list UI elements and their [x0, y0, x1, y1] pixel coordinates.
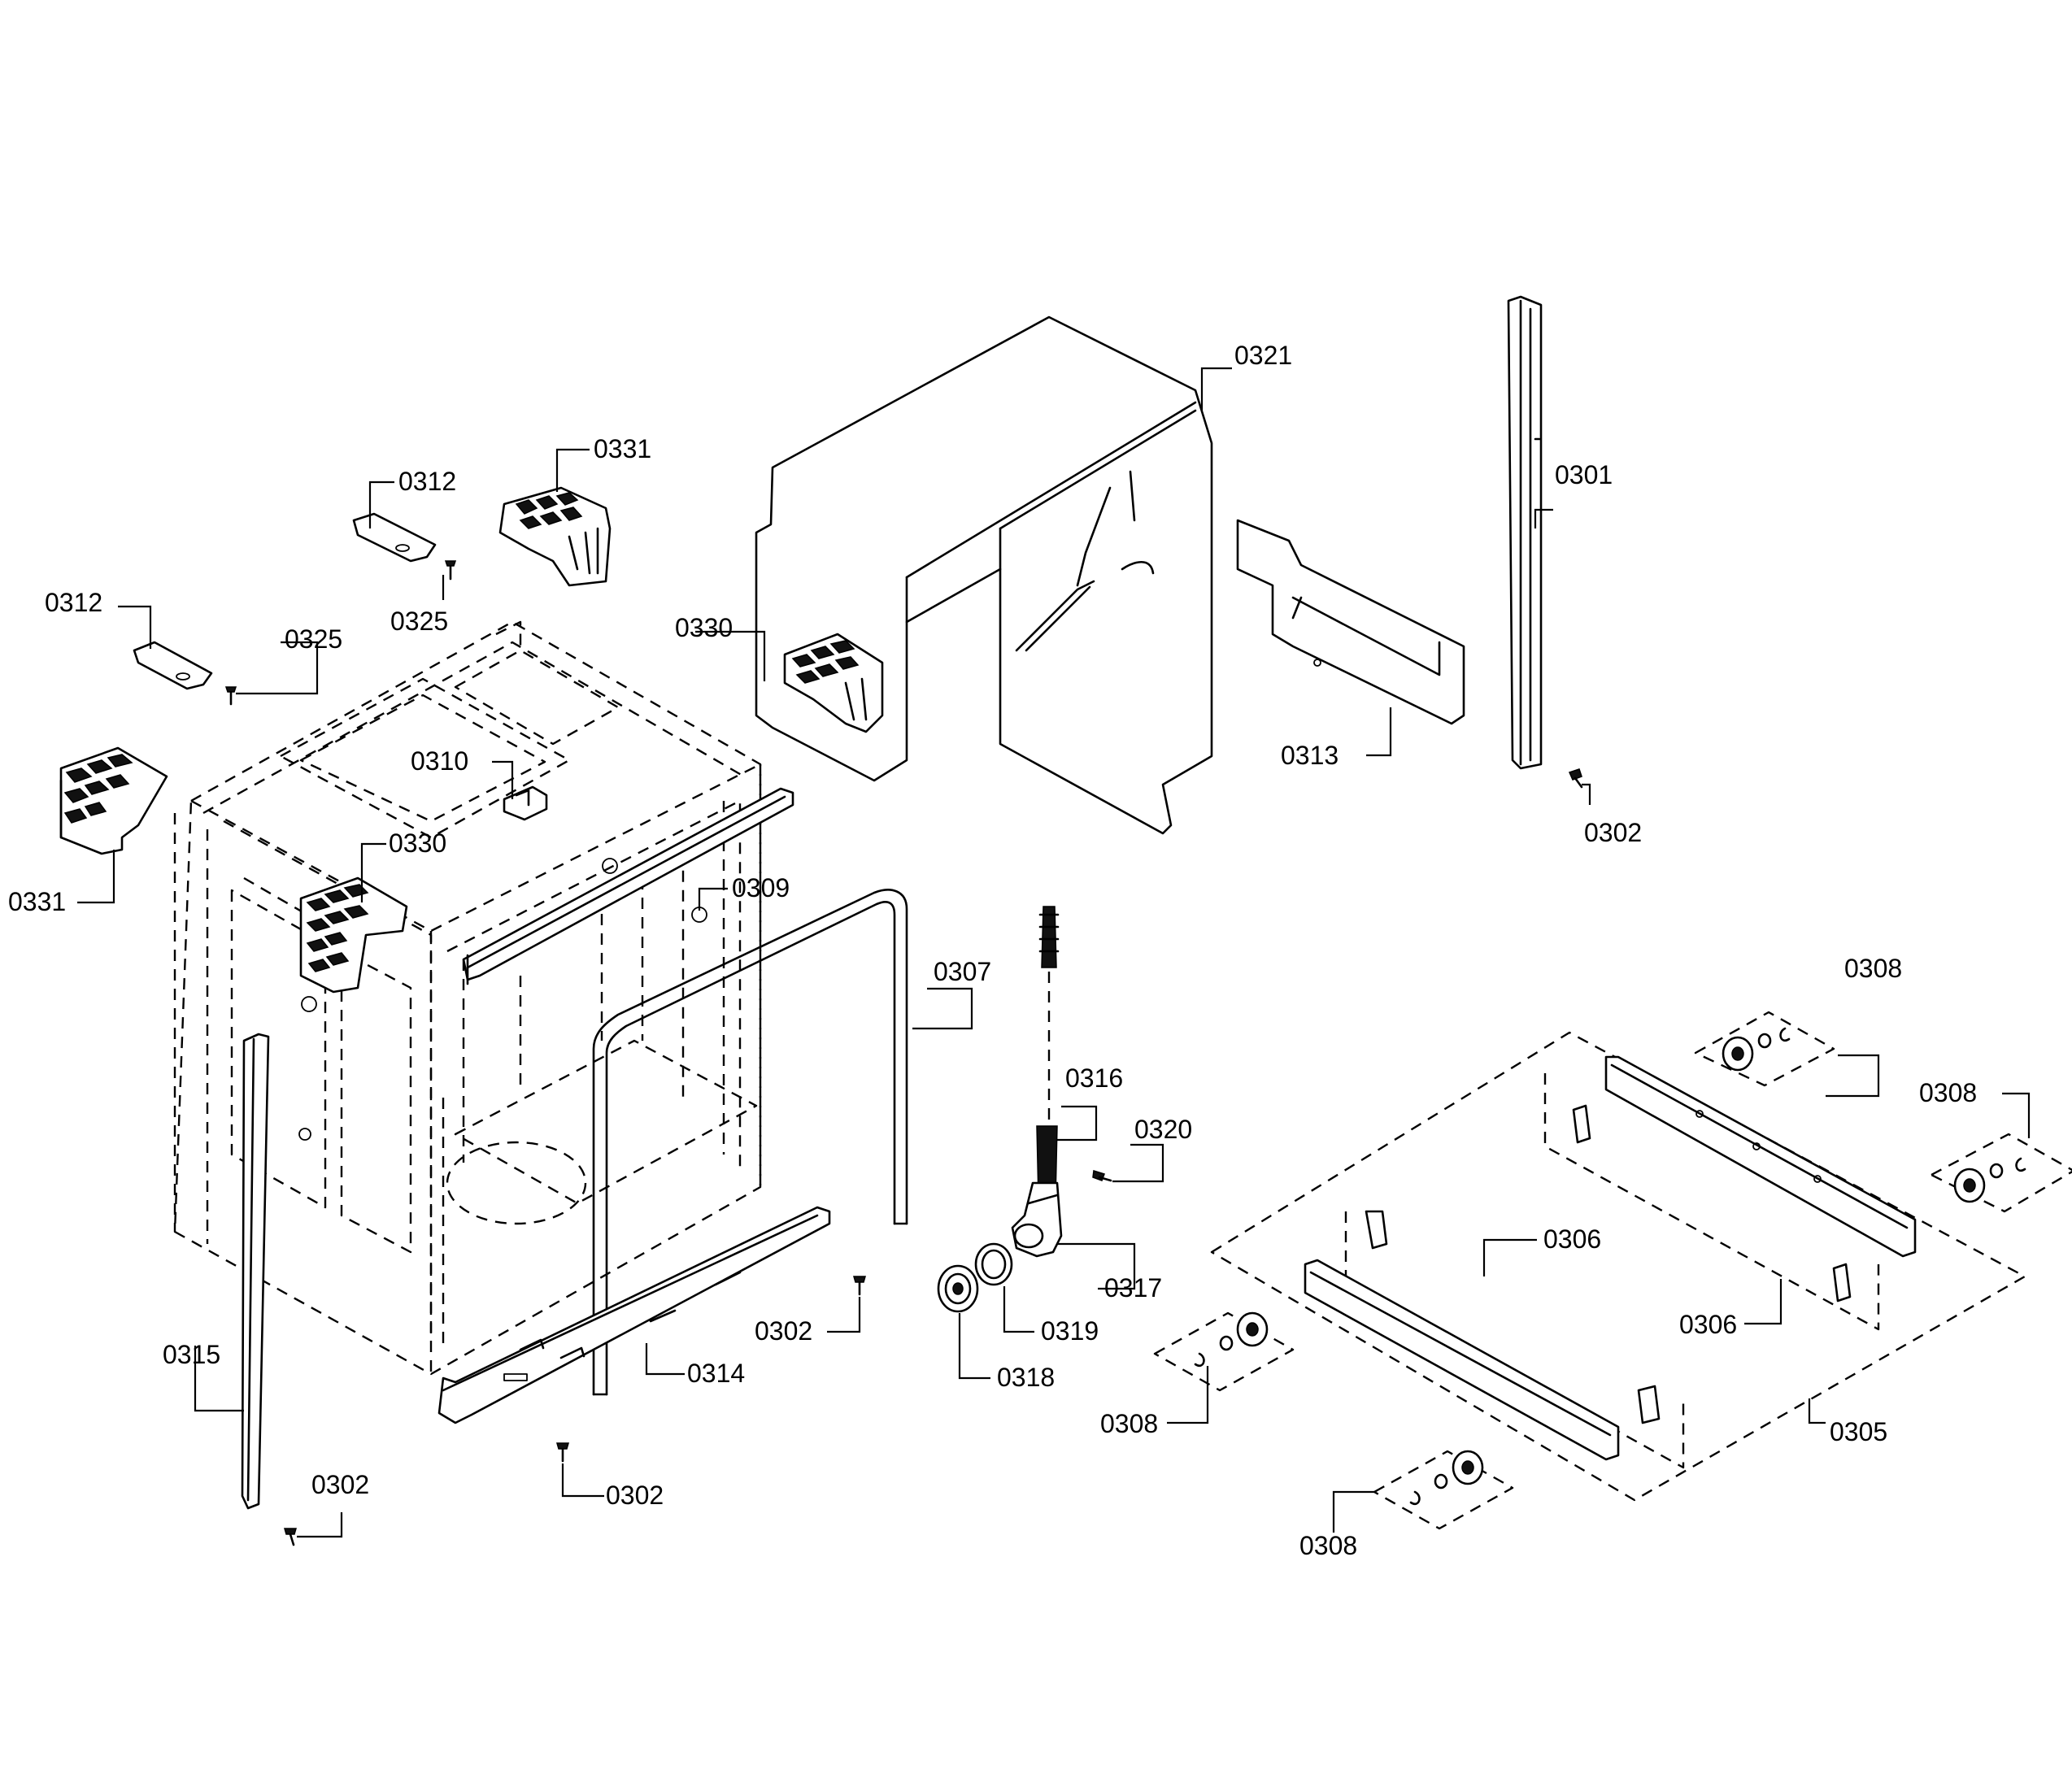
part-0302-screw-right[interactable]	[1568, 768, 1583, 789]
label-0306-lower: 0306	[1679, 1310, 1737, 1339]
part-labels: 0321 0301 0302 0313 0331 0312 0325 0312 …	[8, 341, 1977, 1560]
part-0315-side-strip[interactable]	[241, 1033, 270, 1510]
leader-lines	[77, 367, 2031, 1538]
part-0308-wheels-right[interactable]	[1930, 1133, 2072, 1213]
part-0306-rail-lower[interactable]	[1304, 1210, 1661, 1461]
part-0312-clip-lower[interactable]	[133, 641, 213, 690]
part-0320-screw[interactable]	[1092, 1170, 1112, 1182]
part-0302-screw-middle[interactable]	[853, 1276, 866, 1296]
label-0316: 0316	[1065, 1063, 1123, 1093]
part-0306-rail-upper[interactable]	[1572, 1055, 1917, 1302]
label-0330-tub: 0330	[389, 828, 446, 858]
part-0330-bracket-tub[interactable]	[299, 876, 408, 994]
part-0330-bracket-hood[interactable]	[783, 633, 884, 733]
label-0331-left: 0331	[8, 887, 66, 916]
part-0325-screw-lower[interactable]	[224, 686, 237, 706]
label-0312-upper: 0312	[398, 467, 456, 496]
part-0331-bracket-left[interactable]	[59, 746, 168, 855]
label-0302-right: 0302	[1584, 818, 1642, 847]
part-0325-screw-upper[interactable]	[444, 560, 457, 581]
part-0313-panel[interactable]	[1236, 519, 1465, 725]
label-0313: 0313	[1281, 741, 1339, 770]
label-0301: 0301	[1555, 460, 1613, 489]
part-0301-side-strip[interactable]	[1507, 295, 1543, 770]
label-0325-upper: 0325	[390, 607, 448, 636]
part-0309-rail[interactable]	[462, 787, 794, 985]
label-0307: 0307	[934, 957, 991, 986]
part-0321-insulation-blanket[interactable]	[755, 315, 1213, 835]
label-0330-hood: 0330	[675, 613, 733, 642]
part-0310-clip[interactable]	[503, 785, 548, 821]
label-0319: 0319	[1041, 1316, 1099, 1346]
part-0308-wheels-bottom[interactable]	[1373, 1450, 1514, 1530]
label-0302-middle: 0302	[755, 1316, 812, 1346]
label-0309: 0309	[732, 873, 790, 902]
label-0308-right: 0308	[1919, 1078, 1977, 1107]
part-0312-clip-upper[interactable]	[352, 512, 437, 563]
part-0331-bracket-top[interactable]	[498, 486, 612, 587]
label-0308-bottom: 0308	[1299, 1531, 1357, 1560]
label-0331-top: 0331	[594, 434, 651, 463]
label-0325-lower: 0325	[285, 624, 342, 654]
label-0310: 0310	[411, 746, 468, 776]
label-0320: 0320	[1134, 1115, 1192, 1144]
label-0312-lower: 0312	[45, 588, 102, 617]
label-0308-top: 0308	[1844, 954, 1902, 983]
part-0318-nut[interactable]	[937, 1264, 979, 1313]
part-0314-base-trim[interactable]	[437, 1206, 831, 1424]
label-0315: 0315	[163, 1340, 220, 1369]
part-0319-ring[interactable]	[974, 1242, 1013, 1286]
part-0317-nozzle-elbow[interactable]	[1011, 1181, 1063, 1258]
label-0306-upper: 0306	[1543, 1224, 1601, 1254]
label-0302-bottom: 0302	[606, 1481, 664, 1510]
part-0316-spring[interactable]	[1036, 906, 1060, 1200]
label-0321: 0321	[1234, 341, 1292, 370]
label-0317: 0317	[1104, 1273, 1162, 1302]
label-0308-left: 0308	[1100, 1409, 1158, 1438]
part-0302-screw-left[interactable]	[284, 1528, 297, 1546]
part-0308-wheels-top[interactable]	[1694, 1011, 1835, 1087]
part-0308-wheels-left[interactable]	[1153, 1311, 1295, 1392]
label-0302-left: 0302	[311, 1470, 369, 1499]
label-0318: 0318	[997, 1363, 1055, 1392]
label-0305: 0305	[1830, 1417, 1887, 1446]
part-0307-door-seal[interactable]	[592, 889, 908, 1396]
label-0314: 0314	[687, 1359, 745, 1388]
part-0302-screw-bottom[interactable]	[556, 1442, 569, 1463]
